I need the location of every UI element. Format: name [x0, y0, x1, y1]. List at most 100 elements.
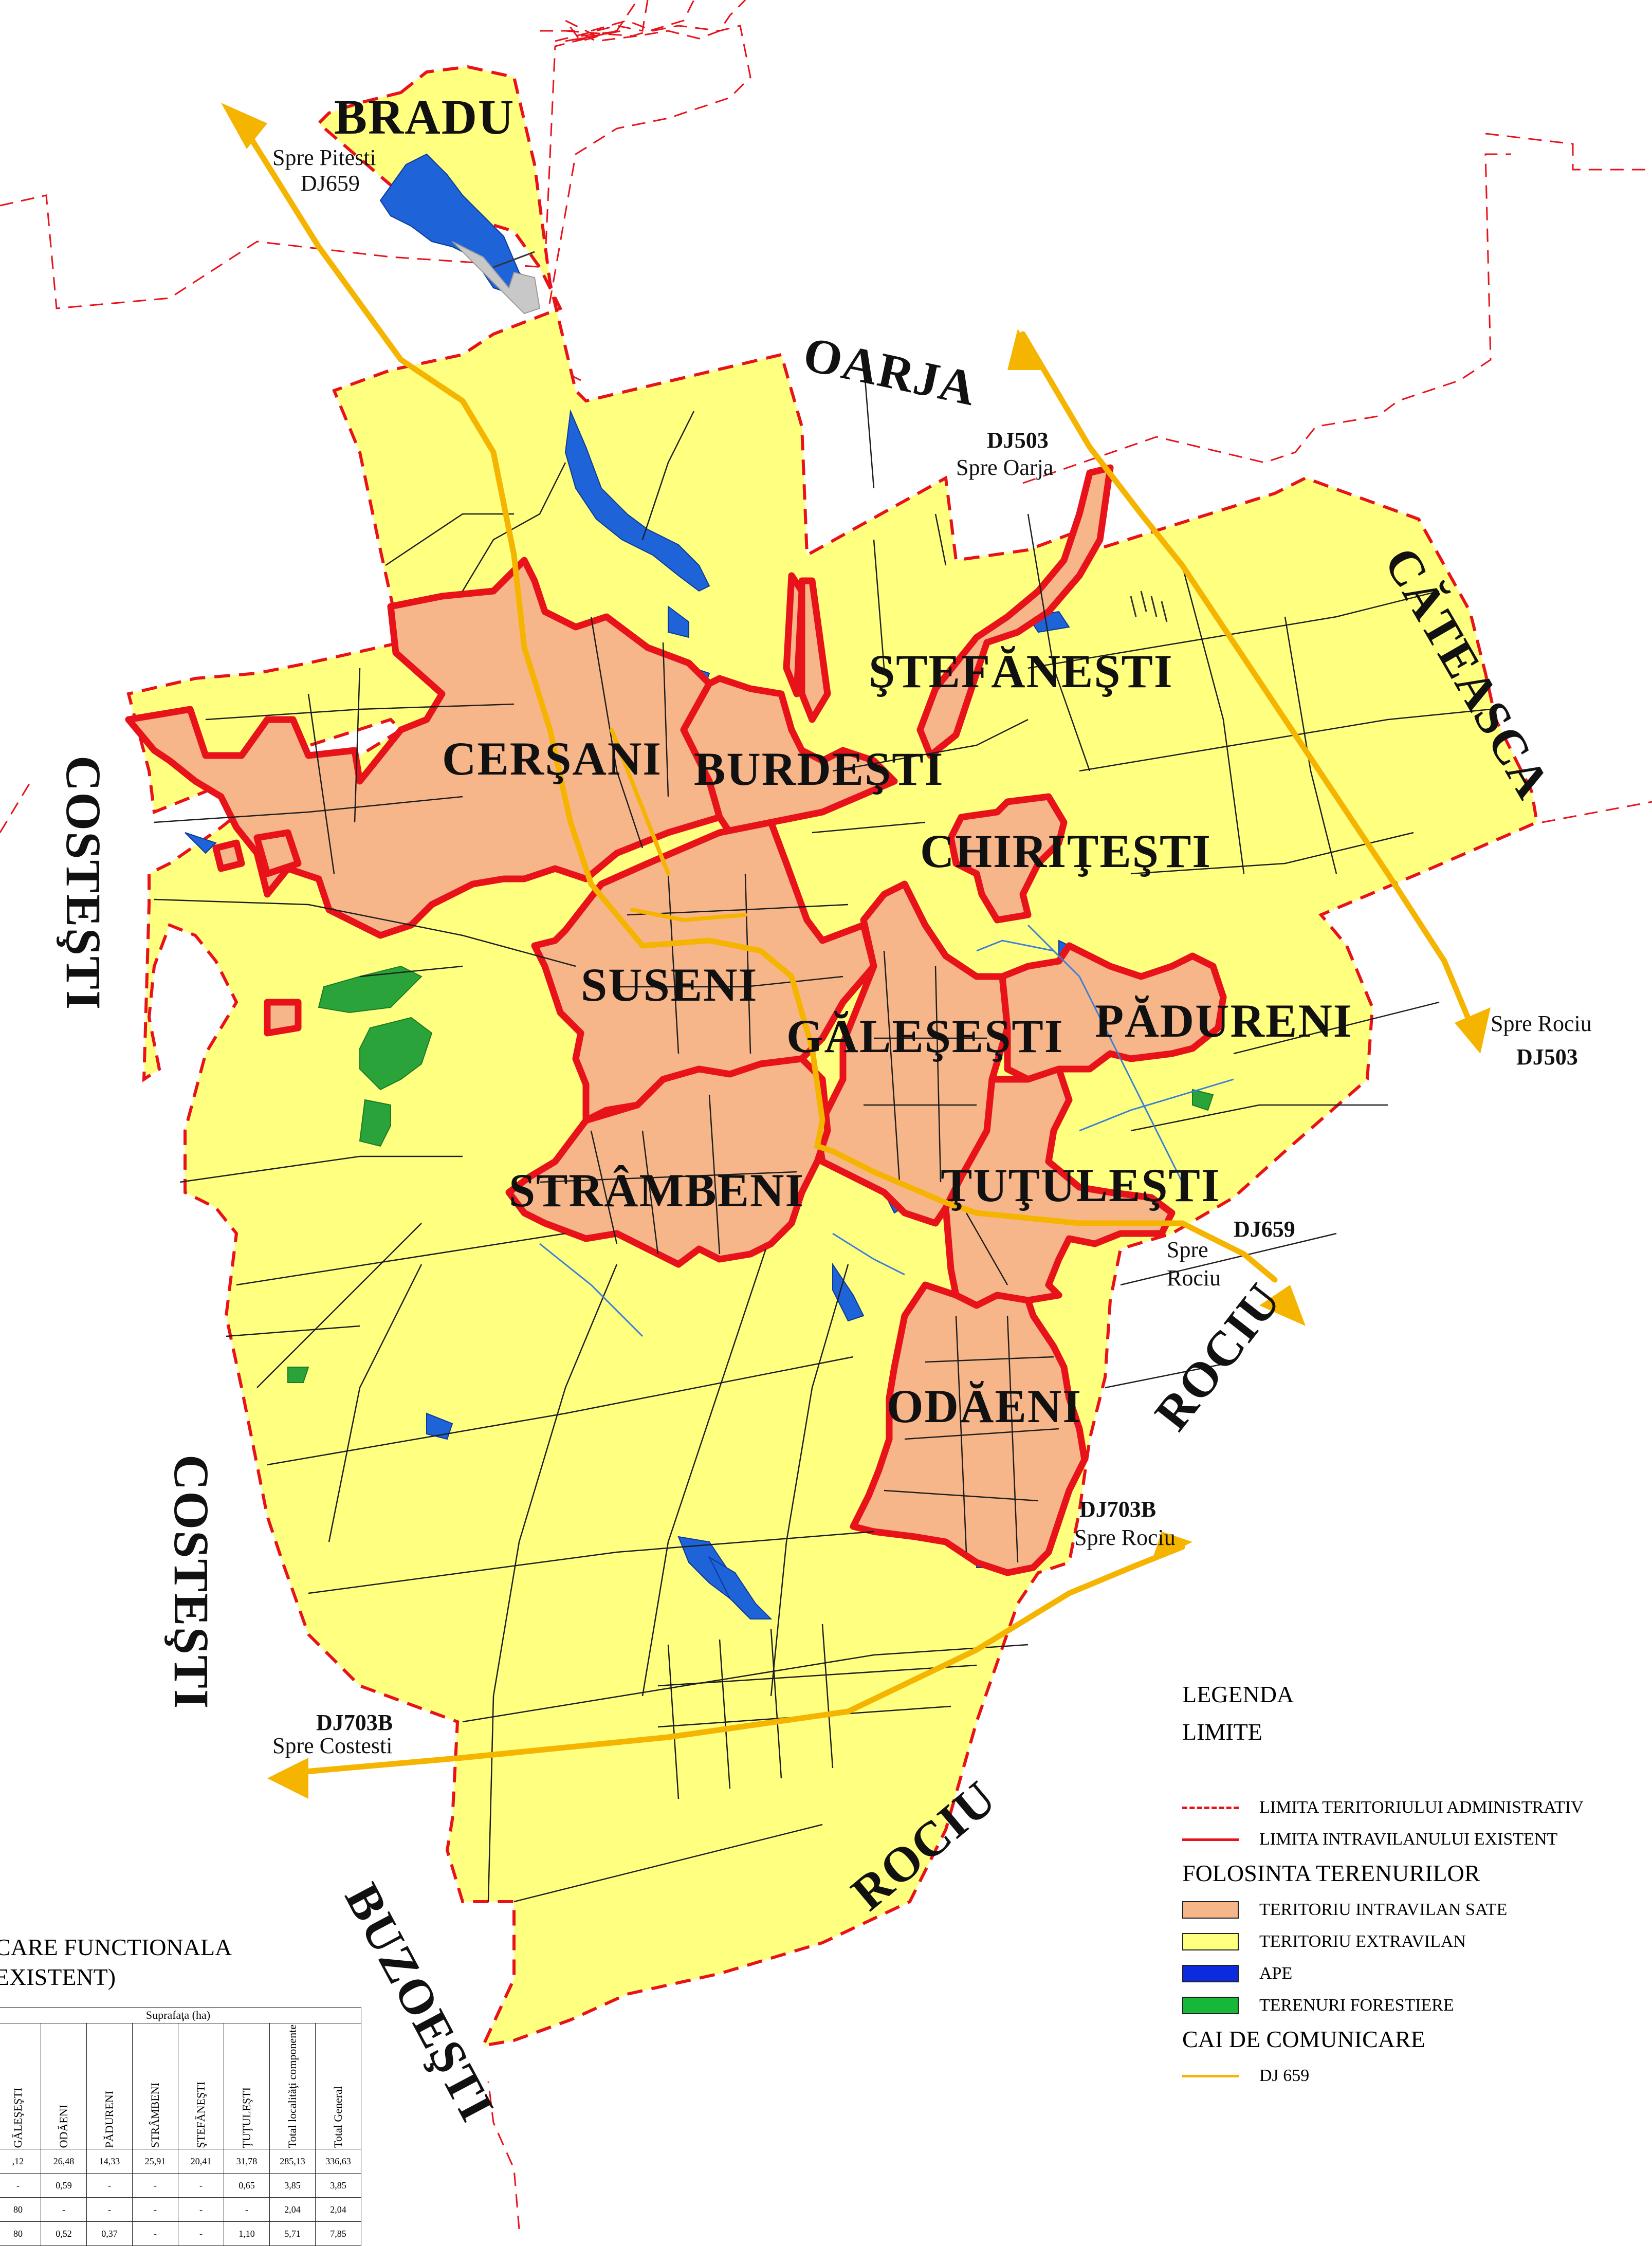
- table-cell: 14,33: [86, 2149, 133, 2174]
- county-roads: [238, 120, 1473, 1776]
- village-burdesti-strip2: [783, 572, 805, 697]
- village-burdesti-area: [680, 675, 898, 836]
- table-column-label: STRÂMBENI: [149, 2083, 161, 2148]
- table-cell: 80: [0, 2197, 41, 2222]
- legend-solid-line: [1182, 1838, 1239, 1841]
- table-column-header: Total localităţi componente: [269, 2022, 316, 2150]
- village-suseni: SUSENI: [581, 959, 758, 1011]
- village-stefanesti: ŞTEFĂNEŞTI: [869, 645, 1173, 697]
- table-cell: 5,71: [269, 2221, 316, 2246]
- label-dj503-north: DJ503: [987, 428, 1049, 453]
- table-cell: 26,48: [41, 2149, 87, 2174]
- neighbor-costesti-south: COSTEŞTI: [164, 1455, 219, 1710]
- legend-forest-label: TERENURI FORESTIERE: [1259, 1996, 1454, 2015]
- arrow-oarja: [1007, 329, 1043, 370]
- label-dj659-north: DJ659: [301, 171, 360, 196]
- table-cell: -: [86, 2173, 133, 2198]
- arrow-rociu-east: [1455, 1007, 1491, 1054]
- legend-row-admin: LIMITA TERITORIULUI ADMINISTRATIV: [1182, 1792, 1635, 1824]
- table-cell: -: [86, 2197, 133, 2222]
- table-cell: 2,04: [315, 2197, 361, 2222]
- table-cell: 25,91: [132, 2149, 178, 2174]
- village-burdesti-strip: [798, 577, 831, 723]
- table-column-label: ŢUŢULEŞTI: [240, 2087, 253, 2148]
- table-title: CARE FUNCTIONALA EXISTENT): [0, 1932, 232, 1992]
- table-column-header: ŞTEFĂNEŞTI: [178, 2022, 224, 2150]
- arrow-pitesti: [221, 103, 267, 149]
- neighbor-costesti-west: COSTEŞTI: [56, 756, 111, 1011]
- legend-row-water: APE: [1182, 1958, 1635, 1990]
- table-column-header: ŢUŢULEŞTI: [224, 2022, 270, 2150]
- dam-line: [493, 251, 535, 268]
- table-column-label: Total localităţi componente: [286, 2024, 299, 2148]
- intravilan-small-3: [212, 839, 245, 872]
- table-cell: 0,37: [86, 2221, 133, 2246]
- label-spre-pitesti: Spre Pitesti: [272, 145, 376, 170]
- village-strambeni: STRÂMBENI: [509, 1164, 805, 1217]
- farm-structures: [1130, 591, 1168, 622]
- table-cell: -: [224, 2197, 270, 2222]
- label-dj703b-east: DJ703B: [1079, 1497, 1157, 1522]
- legend-swatch-water: [1182, 1965, 1239, 1982]
- intravilan-small-2: [264, 999, 302, 1037]
- table-cell: 285,13: [269, 2149, 316, 2174]
- streams: [539, 924, 1234, 1337]
- table-group-header: Suprafaţa (ha): [0, 2007, 361, 2023]
- arrow-rociu-dj703b: [1151, 1532, 1192, 1562]
- table-title-line2: EXISTENT): [0, 1963, 116, 1990]
- table-cell: 0,65: [224, 2173, 270, 2198]
- legend-section-limits: LIMITE: [1182, 1719, 1262, 1745]
- table-cell: 3,85: [315, 2173, 361, 2198]
- legend-title: LEGENDA: [1182, 1681, 1294, 1707]
- table-cell: 0,52: [41, 2221, 87, 2246]
- table-cell: -: [132, 2197, 178, 2222]
- label-spre-east-a: Spre: [1167, 1237, 1208, 1262]
- legend-row-forest: TERENURI FORESTIERE: [1182, 1990, 1635, 2021]
- legend-intravilan-limit-label: LIMITA INTRAVILANULUI EXISTENT: [1259, 1830, 1558, 1849]
- table-cell: -: [0, 2173, 41, 2198]
- table-column-header: Total General: [315, 2022, 361, 2150]
- table-cell: -: [41, 2197, 87, 2222]
- village-cersani: CERŞANI: [442, 732, 663, 785]
- label-spre-rociu-east: Spre Rociu: [1491, 1011, 1592, 1036]
- table-column-label: ŞTEFĂNEŞTI: [194, 2081, 207, 2148]
- table-cell: 336,63: [315, 2149, 361, 2174]
- village-galesesti: GĂLEŞEŞTI: [786, 1010, 1064, 1062]
- village-burdesti: BURDEŞTI: [694, 743, 944, 795]
- label-spre-costesti: Spre Costesti: [272, 1733, 393, 1758]
- intravilan-small-1: [253, 829, 302, 877]
- arrow-rociu-dj659: [1259, 1285, 1306, 1326]
- table-cell: ,12: [0, 2149, 41, 2174]
- legend-section-roads: CAI DE COMUNICARE: [1182, 2026, 1425, 2052]
- legend-extravilan-label: TERITORIU EXTRAVILAN: [1259, 1932, 1466, 1951]
- legend-swatch-intravilan: [1182, 1901, 1239, 1919]
- label-dj703b-west: DJ703B: [316, 1710, 393, 1735]
- village-odaeni-area: [850, 1281, 1088, 1576]
- table-cell: -: [178, 2173, 224, 2198]
- label-spre-rociu-south: Spre Rociu: [1074, 1525, 1176, 1550]
- forest-patches: [287, 965, 1214, 1383]
- table-cell: 80: [0, 2221, 41, 2246]
- table-column-label: GĂLEŞEŞTI: [11, 2088, 24, 2148]
- table-cell: 31,78: [224, 2149, 270, 2174]
- table-column-header: GĂLEŞEŞTI: [0, 2022, 41, 2150]
- label-spre-oarja: Spre Oarja: [956, 455, 1054, 480]
- label-dj659-east: DJ659: [1234, 1217, 1295, 1242]
- legend-row-extravilan: TERITORIU EXTRAVILAN: [1182, 1926, 1635, 1958]
- arrow-costesti: [267, 1758, 308, 1799]
- table-column-header: ODĂENI: [41, 2022, 87, 2150]
- table-cell: -: [132, 2221, 178, 2246]
- label-dj503-east: DJ503: [1516, 1044, 1578, 1070]
- table-cell: 2,04: [269, 2197, 316, 2222]
- legend-swatch-extravilan: [1182, 1933, 1239, 1950]
- legend-section-landuse: FOLOSINTA TERENURILOR: [1182, 1860, 1480, 1886]
- village-padureni: PĂDURENI: [1095, 995, 1353, 1047]
- village-tutulesti: ŢUŢULEŞTI: [941, 1159, 1221, 1211]
- table-title-line1: CARE FUNCTIONALA: [0, 1934, 232, 1960]
- table-cell: 1,10: [224, 2221, 270, 2246]
